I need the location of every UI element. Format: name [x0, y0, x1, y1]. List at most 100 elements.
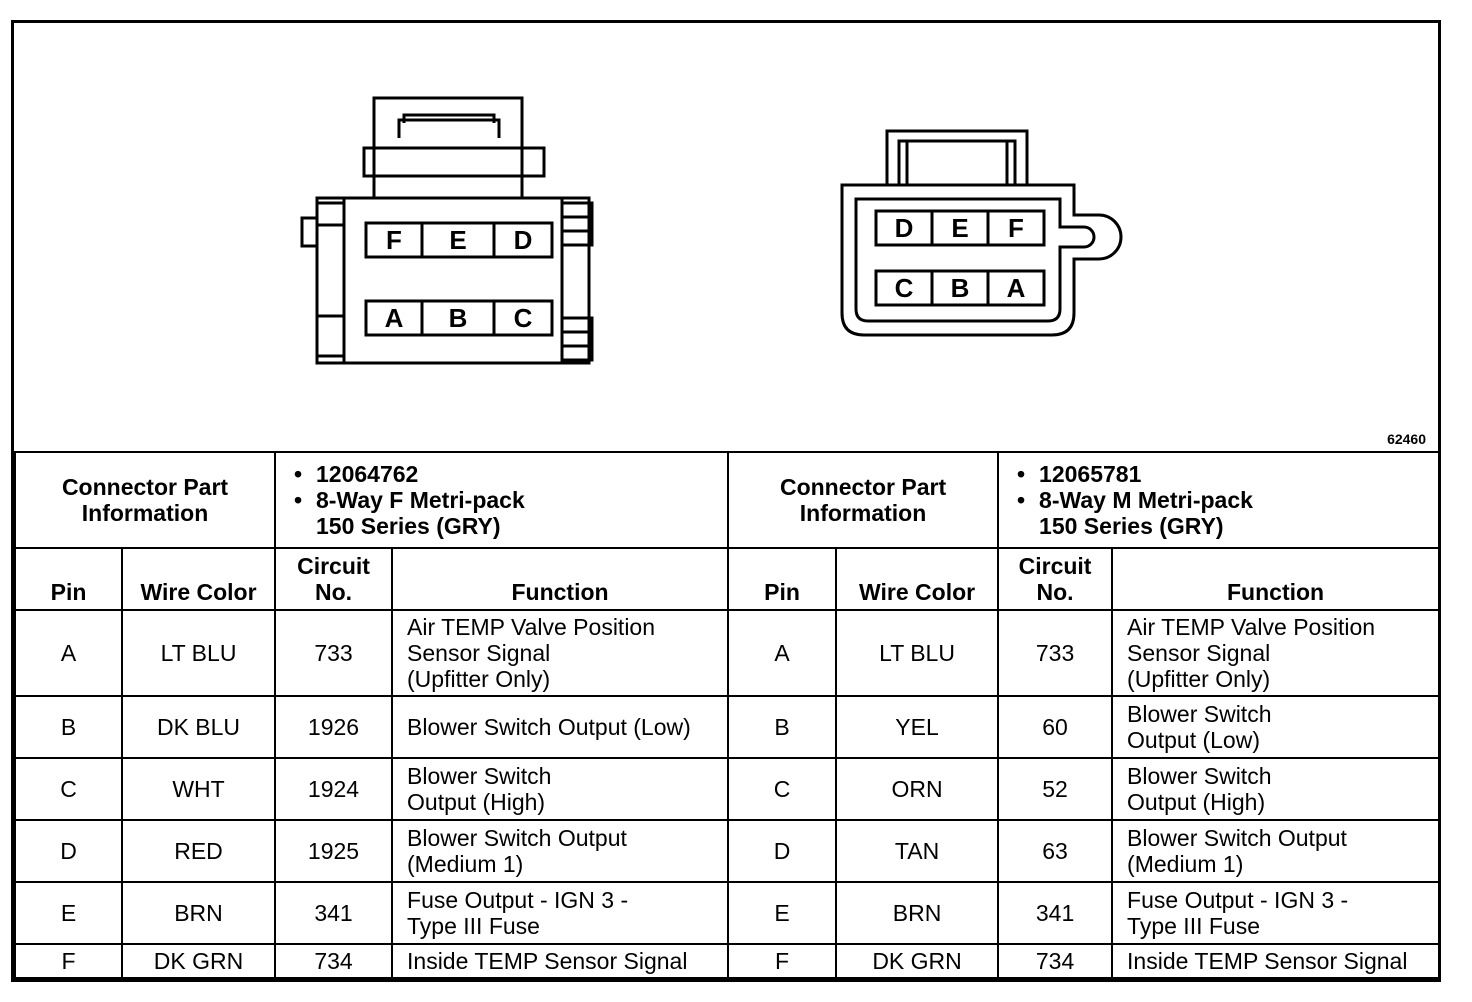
left-pin-label: B — [449, 303, 468, 333]
wire-color-cell: RED — [120, 819, 277, 883]
col-header-wire-color: Wire Color — [120, 547, 277, 611]
wire-color-cell: YEL — [835, 695, 1000, 759]
connector-drawings: F E D A B C — [300, 96, 1123, 365]
circuit-cell: 733 — [997, 609, 1114, 697]
label-line: Information — [799, 500, 927, 526]
left-part-desc-2: 150 Series (GRY) — [316, 513, 501, 539]
pin-cell: F — [14, 943, 123, 979]
function-line: Blower Switch — [407, 763, 552, 789]
pin-cell: C — [727, 757, 838, 821]
pin-cell: D — [14, 819, 123, 883]
function-line: Sensor Signal — [407, 640, 551, 666]
function-cell: Blower Switch Output (Low) — [391, 695, 730, 759]
col-header-function: Function — [1111, 547, 1441, 611]
pin-cell: C — [14, 757, 123, 821]
function-line: Fuse Output - IGN 3 - — [407, 887, 629, 913]
circuit-cell: 52 — [997, 757, 1114, 821]
wire-color-cell: DK GRN — [835, 943, 1000, 979]
circuit-cell: 734 — [997, 943, 1114, 979]
pin-cell: E — [727, 881, 838, 945]
circuit-line: No. — [314, 579, 353, 605]
pin-cell: F — [727, 943, 838, 979]
connector-part-label-left: Connector Part Information — [13, 451, 277, 549]
circuit-cell: 734 — [274, 943, 394, 979]
wire-color-cell: ORN — [835, 757, 1000, 821]
left-part-desc: 8-Way F Metri-pack — [294, 487, 721, 513]
pin-cell: A — [14, 609, 123, 697]
function-line: Blower Switch — [1127, 701, 1272, 727]
function-cell: Blower Switch Output(Medium 1) — [1111, 819, 1441, 883]
right-part-number: 12065781 — [1017, 461, 1432, 487]
connector-diagram-area: F E D A B C — [14, 23, 1438, 451]
wire-color-cell: LT BLU — [120, 609, 277, 697]
circuit-cell: 60 — [997, 695, 1114, 759]
col-header-pin: Pin — [727, 547, 838, 611]
pin-cell: D — [727, 819, 838, 883]
function-line: Type III Fuse — [1127, 913, 1260, 939]
circuit-cell: 733 — [274, 609, 394, 697]
right-pin-label: E — [951, 213, 968, 243]
function-line: (Upfitter Only) — [407, 666, 551, 692]
function-line: Blower Switch Output — [1127, 825, 1347, 851]
function-line: Output (Low) — [1127, 727, 1260, 753]
function-line: Inside TEMP Sensor Signal — [407, 948, 688, 974]
wire-color-cell: LT BLU — [835, 609, 1000, 697]
pin-cell: B — [14, 695, 123, 759]
col-header-wire-color: Wire Color — [835, 547, 1000, 611]
right-pin-label: D — [895, 213, 914, 243]
left-pin-label: F — [386, 225, 402, 255]
function-line: Blower Switch — [1127, 763, 1272, 789]
right-connector-drawing — [840, 129, 1123, 337]
wire-color-cell: TAN — [835, 819, 1000, 883]
wire-color-cell: WHT — [120, 757, 277, 821]
pin-cell: B — [727, 695, 838, 759]
function-line: Air TEMP Valve Position — [407, 614, 656, 640]
part-info-row: Connector Part Information 12064762 8-Wa… — [13, 451, 1441, 549]
pin-cell: E — [14, 881, 123, 945]
right-pin-label: A — [1007, 273, 1026, 303]
function-line: (Medium 1) — [1127, 851, 1244, 877]
function-line: (Medium 1) — [407, 851, 524, 877]
label-line: Connector Part — [61, 474, 229, 500]
circuit-line: Circuit — [1018, 553, 1092, 579]
function-cell: Inside TEMP Sensor Signal — [391, 943, 730, 979]
connector-part-label-right: Connector Part Information — [727, 451, 1000, 549]
function-line: Blower Switch Output (Low) — [407, 714, 691, 740]
circuit-cell: 63 — [997, 819, 1114, 883]
function-line: Air TEMP Valve Position — [1127, 614, 1376, 640]
circuit-cell: 1924 — [274, 757, 394, 821]
function-line: Fuse Output - IGN 3 - — [1127, 887, 1349, 913]
left-connector-drawing — [300, 96, 594, 365]
wire-color-cell: DK GRN — [120, 943, 277, 979]
right-pin-label: C — [895, 273, 914, 303]
circuit-cell: 341 — [274, 881, 394, 945]
right-part-details: 12065781 8-Way M Metri-pack 150 Series (… — [997, 451, 1441, 549]
figure-number: 62460 — [1387, 431, 1426, 447]
wire-color-cell: DK BLU — [120, 695, 277, 759]
function-line: Type III Fuse — [407, 913, 540, 939]
circuit-line: No. — [1036, 579, 1074, 605]
wire-color-cell: BRN — [835, 881, 1000, 945]
circuit-line: Circuit — [297, 553, 370, 579]
function-line: Output (High) — [407, 789, 546, 815]
function-line: Inside TEMP Sensor Signal — [1127, 948, 1408, 974]
circuit-cell: 341 — [997, 881, 1114, 945]
left-pin-label: D — [514, 225, 533, 255]
circuit-cell: 1926 — [274, 695, 394, 759]
wire-color-cell: BRN — [120, 881, 277, 945]
function-cell: Fuse Output - IGN 3 -Type III Fuse — [1111, 881, 1441, 945]
pin-cell: A — [727, 609, 838, 697]
left-pin-label: A — [385, 303, 404, 333]
